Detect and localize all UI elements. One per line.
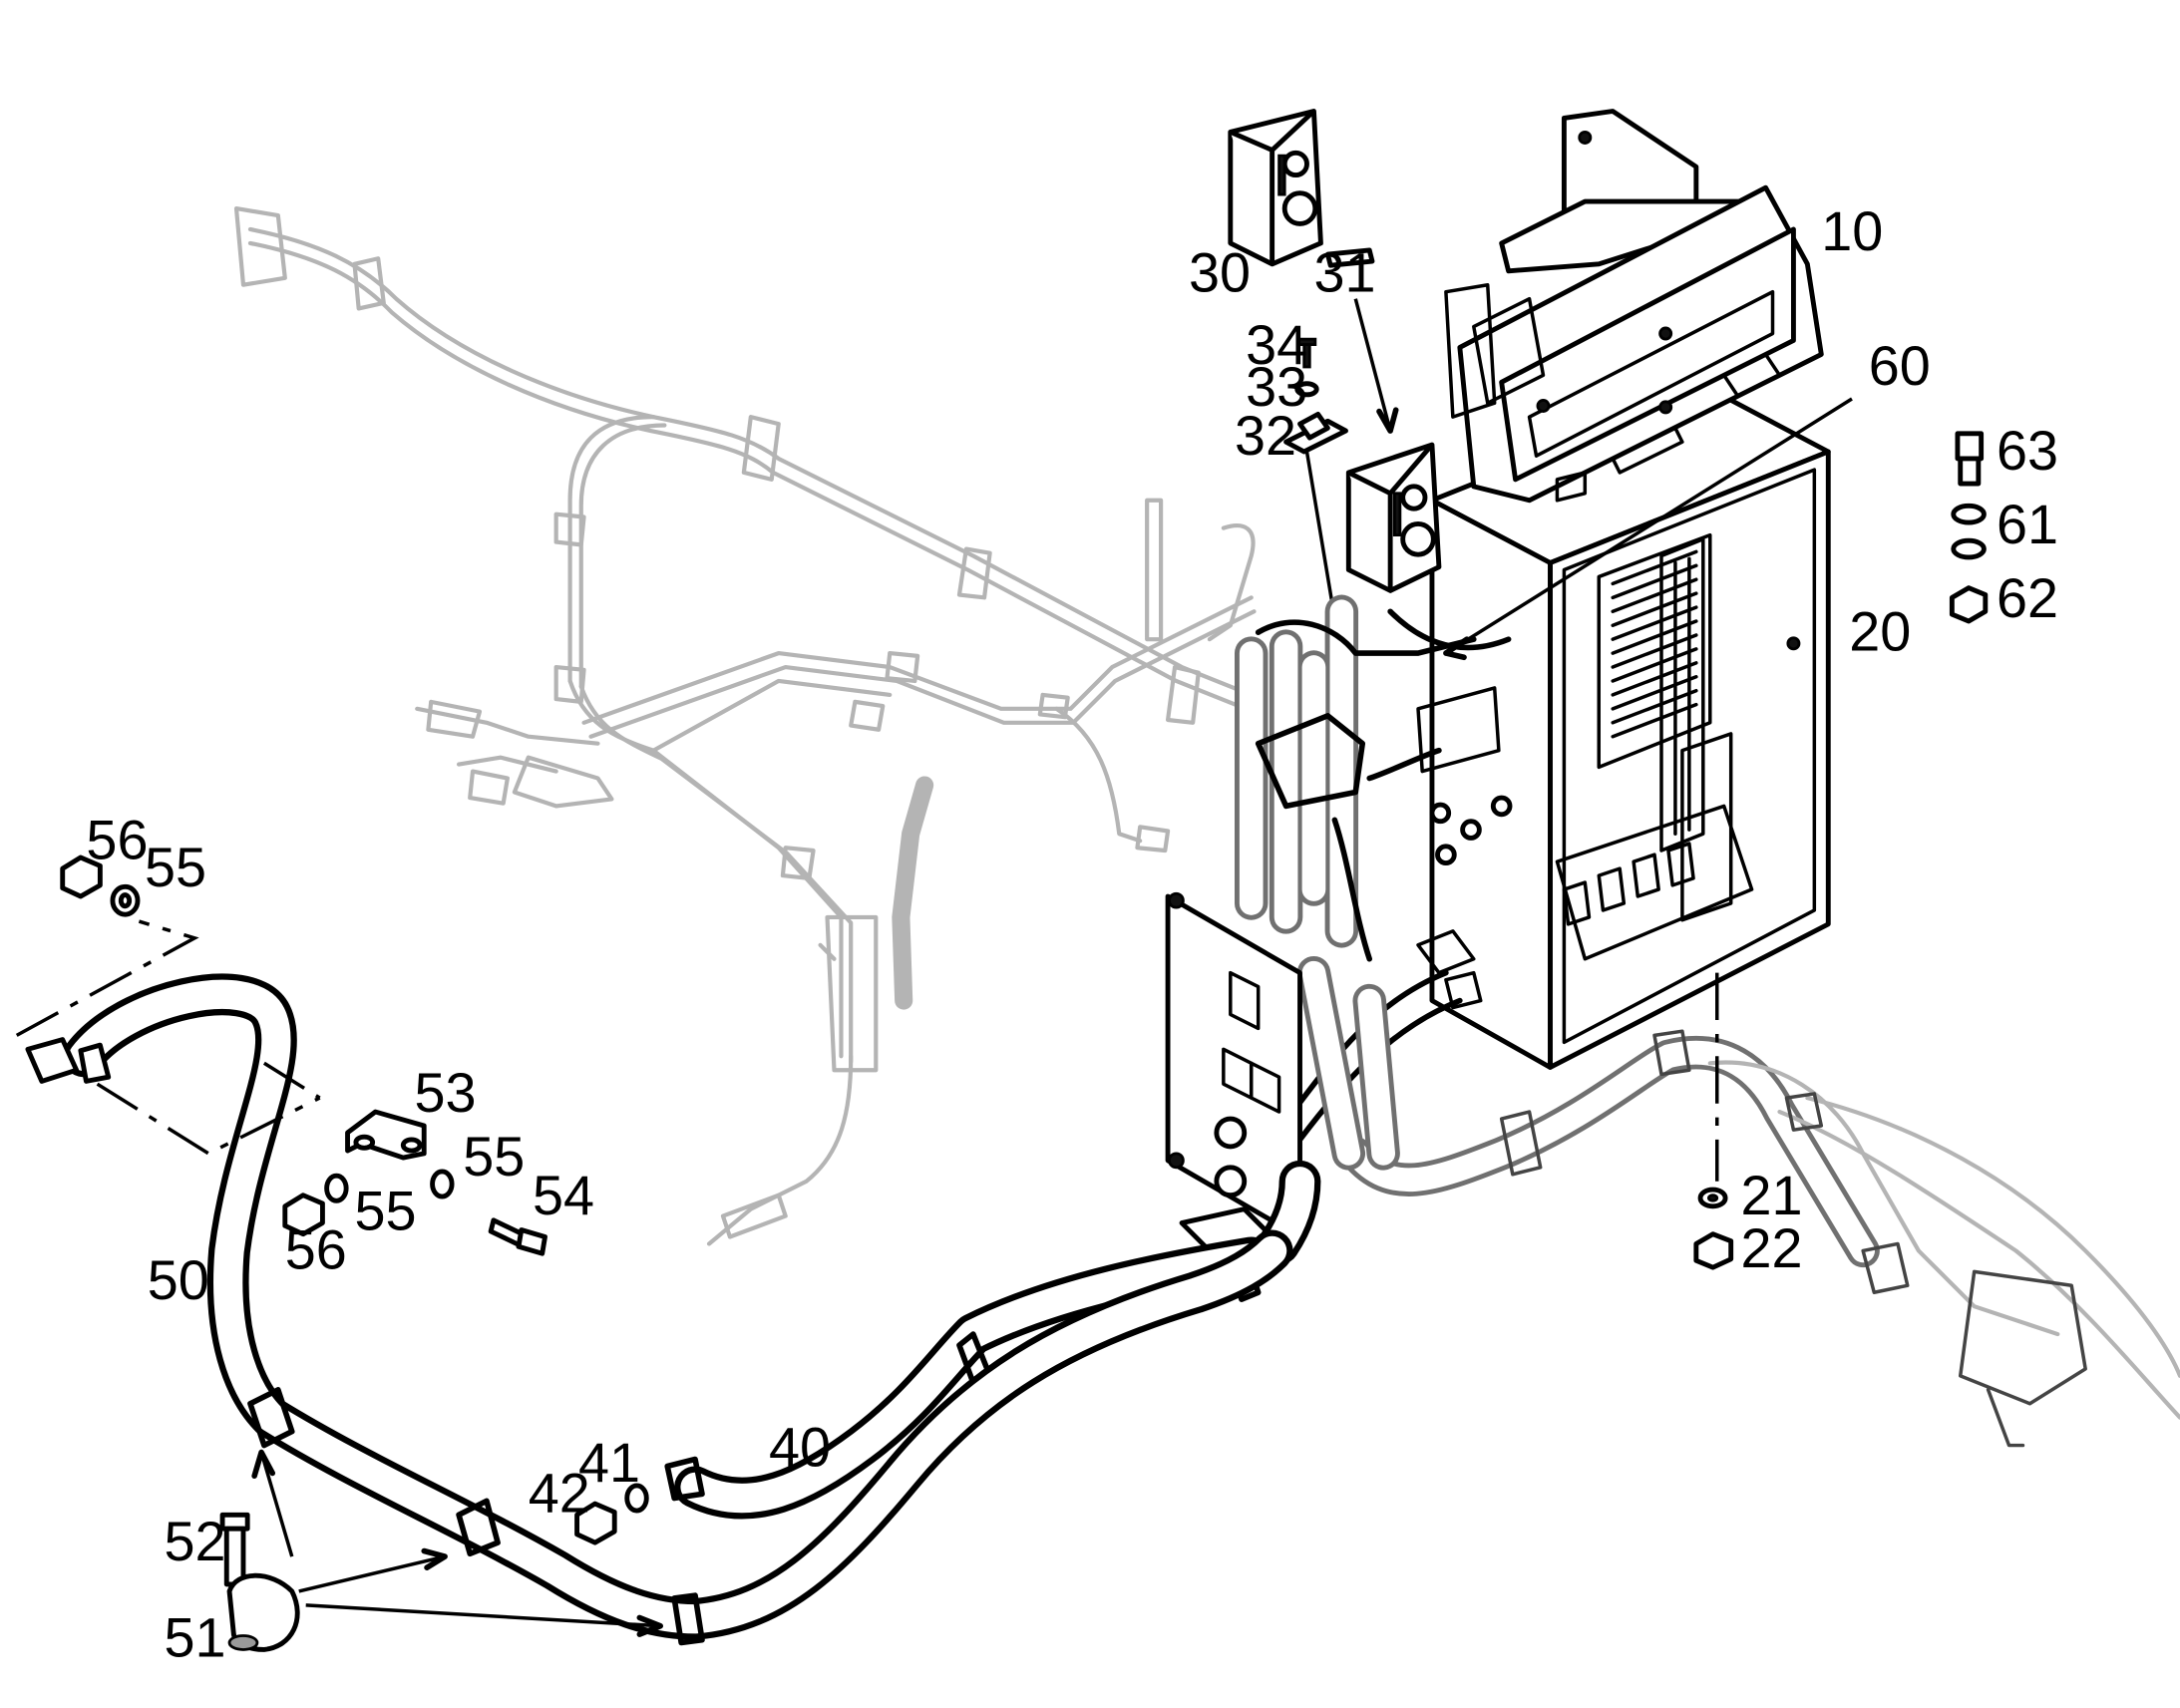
pushbutton-box-30 <box>1228 109 1375 268</box>
callout-53: 53 <box>414 1062 476 1124</box>
callout-52: 52 <box>165 1511 226 1572</box>
callout-51: 51 <box>165 1606 226 1668</box>
callout-40: 40 <box>769 1416 831 1478</box>
callout-50: 50 <box>148 1249 209 1311</box>
callout-20: 20 <box>1849 600 1911 662</box>
callout-41: 41 <box>578 1432 640 1494</box>
callout-42: 42 <box>529 1462 590 1524</box>
callout-55-low: 55 <box>355 1181 417 1242</box>
callout-54: 54 <box>533 1165 594 1226</box>
callout-22: 22 <box>1740 1217 1802 1279</box>
callout-10: 10 <box>1821 200 1883 262</box>
cable-loom <box>1165 594 1512 1253</box>
callout-21: 21 <box>1740 1165 1802 1226</box>
callout-63: 63 <box>1997 420 2058 482</box>
callout-33: 33 <box>1246 356 1307 418</box>
hose-50 <box>25 973 1293 1646</box>
callout-60: 60 <box>1869 335 1931 397</box>
hardware-53-56 <box>60 854 547 1256</box>
callout-56-top: 56 <box>86 809 148 870</box>
right-cable-run <box>1338 1029 2180 1448</box>
pushbutton-box-31 <box>1345 298 1442 593</box>
callout-62: 62 <box>1997 567 2058 629</box>
callout-labels: 10 20 21 22 30 31 32 33 34 40 41 42 50 5… <box>86 200 2058 1669</box>
callout-30: 30 <box>1189 242 1251 304</box>
bracket-32-33-34 <box>1283 337 1348 619</box>
callout-32: 32 <box>1235 405 1296 467</box>
leader-60 <box>1444 397 1853 655</box>
display-unit <box>1444 109 1824 504</box>
callout-56-low: 56 <box>285 1219 347 1281</box>
callout-55-mid: 55 <box>463 1126 525 1188</box>
callout-31: 31 <box>1313 242 1375 304</box>
callout-34: 34 <box>1246 314 1307 376</box>
control-cabinet <box>1416 386 1831 1070</box>
callout-61: 61 <box>1997 494 2058 555</box>
assembly-lines <box>15 919 1719 1182</box>
hardware-41-52 <box>219 1449 664 1652</box>
hardware-right <box>1693 431 1989 1270</box>
callout-55-top: 55 <box>145 837 206 898</box>
background-wiring-harness <box>233 205 1257 1246</box>
